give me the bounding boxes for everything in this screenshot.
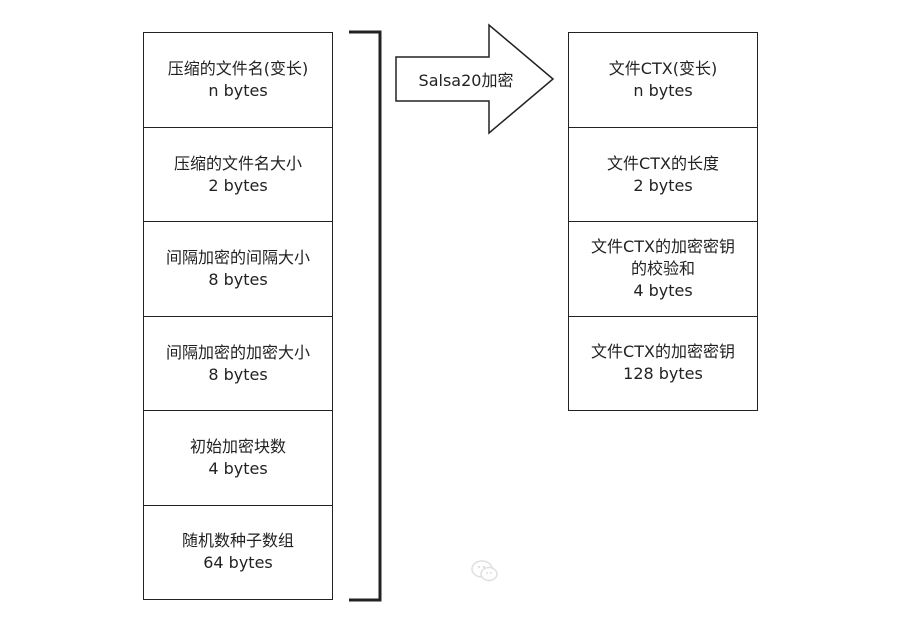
- field-name: 间隔加密的加密大小: [165, 342, 310, 362]
- arrow-label-text: Salsa20加密: [418, 71, 514, 90]
- field-size: 8 bytes: [208, 270, 268, 289]
- encrypted-ctx-stack: 文件CTX(变长) n bytes 文件CTX的长度 2 bytes 文件CTX…: [568, 32, 758, 411]
- field-file-ctx: 文件CTX(变长) n bytes: [569, 33, 757, 128]
- field-name-line2: 的校验和: [630, 259, 695, 278]
- field-size: 2 bytes: [208, 175, 268, 195]
- field-size: n bytes: [633, 81, 693, 100]
- field-size: 2 bytes: [633, 175, 693, 195]
- field-interval-size: 间隔加密的间隔大小 8 bytes: [144, 222, 332, 317]
- field-name: 文件CTX的长度: [607, 153, 719, 173]
- field-name: 随机数种子数组: [181, 531, 294, 550]
- field-file-ctx-length: 文件CTX的长度 2 bytes: [569, 128, 757, 222]
- field-size: 4 bytes: [208, 459, 268, 478]
- grouping-bracket: [349, 30, 382, 602]
- field-name: 压缩的文件名大小: [173, 153, 302, 173]
- field-size: n bytes: [208, 81, 268, 100]
- field-size: 128 bytes: [623, 364, 703, 383]
- field-file-ctx-key-checksum: 文件CTX的加密密钥 的校验和 4 bytes: [569, 222, 757, 317]
- field-name: 压缩的文件名(变长): [167, 59, 309, 78]
- field-name: 文件CTX(变长): [608, 59, 718, 78]
- wechat-watermark-icon: [471, 560, 498, 582]
- field-compressed-filename: 压缩的文件名(变长) n bytes: [144, 33, 332, 128]
- field-name: 间隔加密的间隔大小: [165, 248, 310, 267]
- field-size: 8 bytes: [208, 364, 268, 384]
- field-name: 初始加密块数: [189, 437, 286, 456]
- field-name-line1: 文件CTX的加密密钥: [591, 237, 735, 256]
- field-name: 文件CTX的加密密钥: [591, 342, 735, 361]
- field-size: 4 bytes: [633, 281, 693, 300]
- field-initial-block-count: 初始加密块数 4 bytes: [144, 411, 332, 506]
- plaintext-field-stack: 压缩的文件名(变长) n bytes 压缩的文件名大小 2 bytes 间隔加密…: [143, 32, 333, 600]
- field-size: 64 bytes: [203, 553, 273, 572]
- encryption-arrow: [395, 23, 555, 135]
- field-compressed-filename-size: 压缩的文件名大小 2 bytes: [144, 128, 332, 222]
- field-random-seed-array: 随机数种子数组 64 bytes: [144, 506, 332, 598]
- arrow-label: Salsa20加密: [398, 64, 534, 94]
- field-encrypt-size: 间隔加密的加密大小 8 bytes: [144, 317, 332, 411]
- field-file-ctx-key: 文件CTX的加密密钥 128 bytes: [569, 317, 757, 409]
